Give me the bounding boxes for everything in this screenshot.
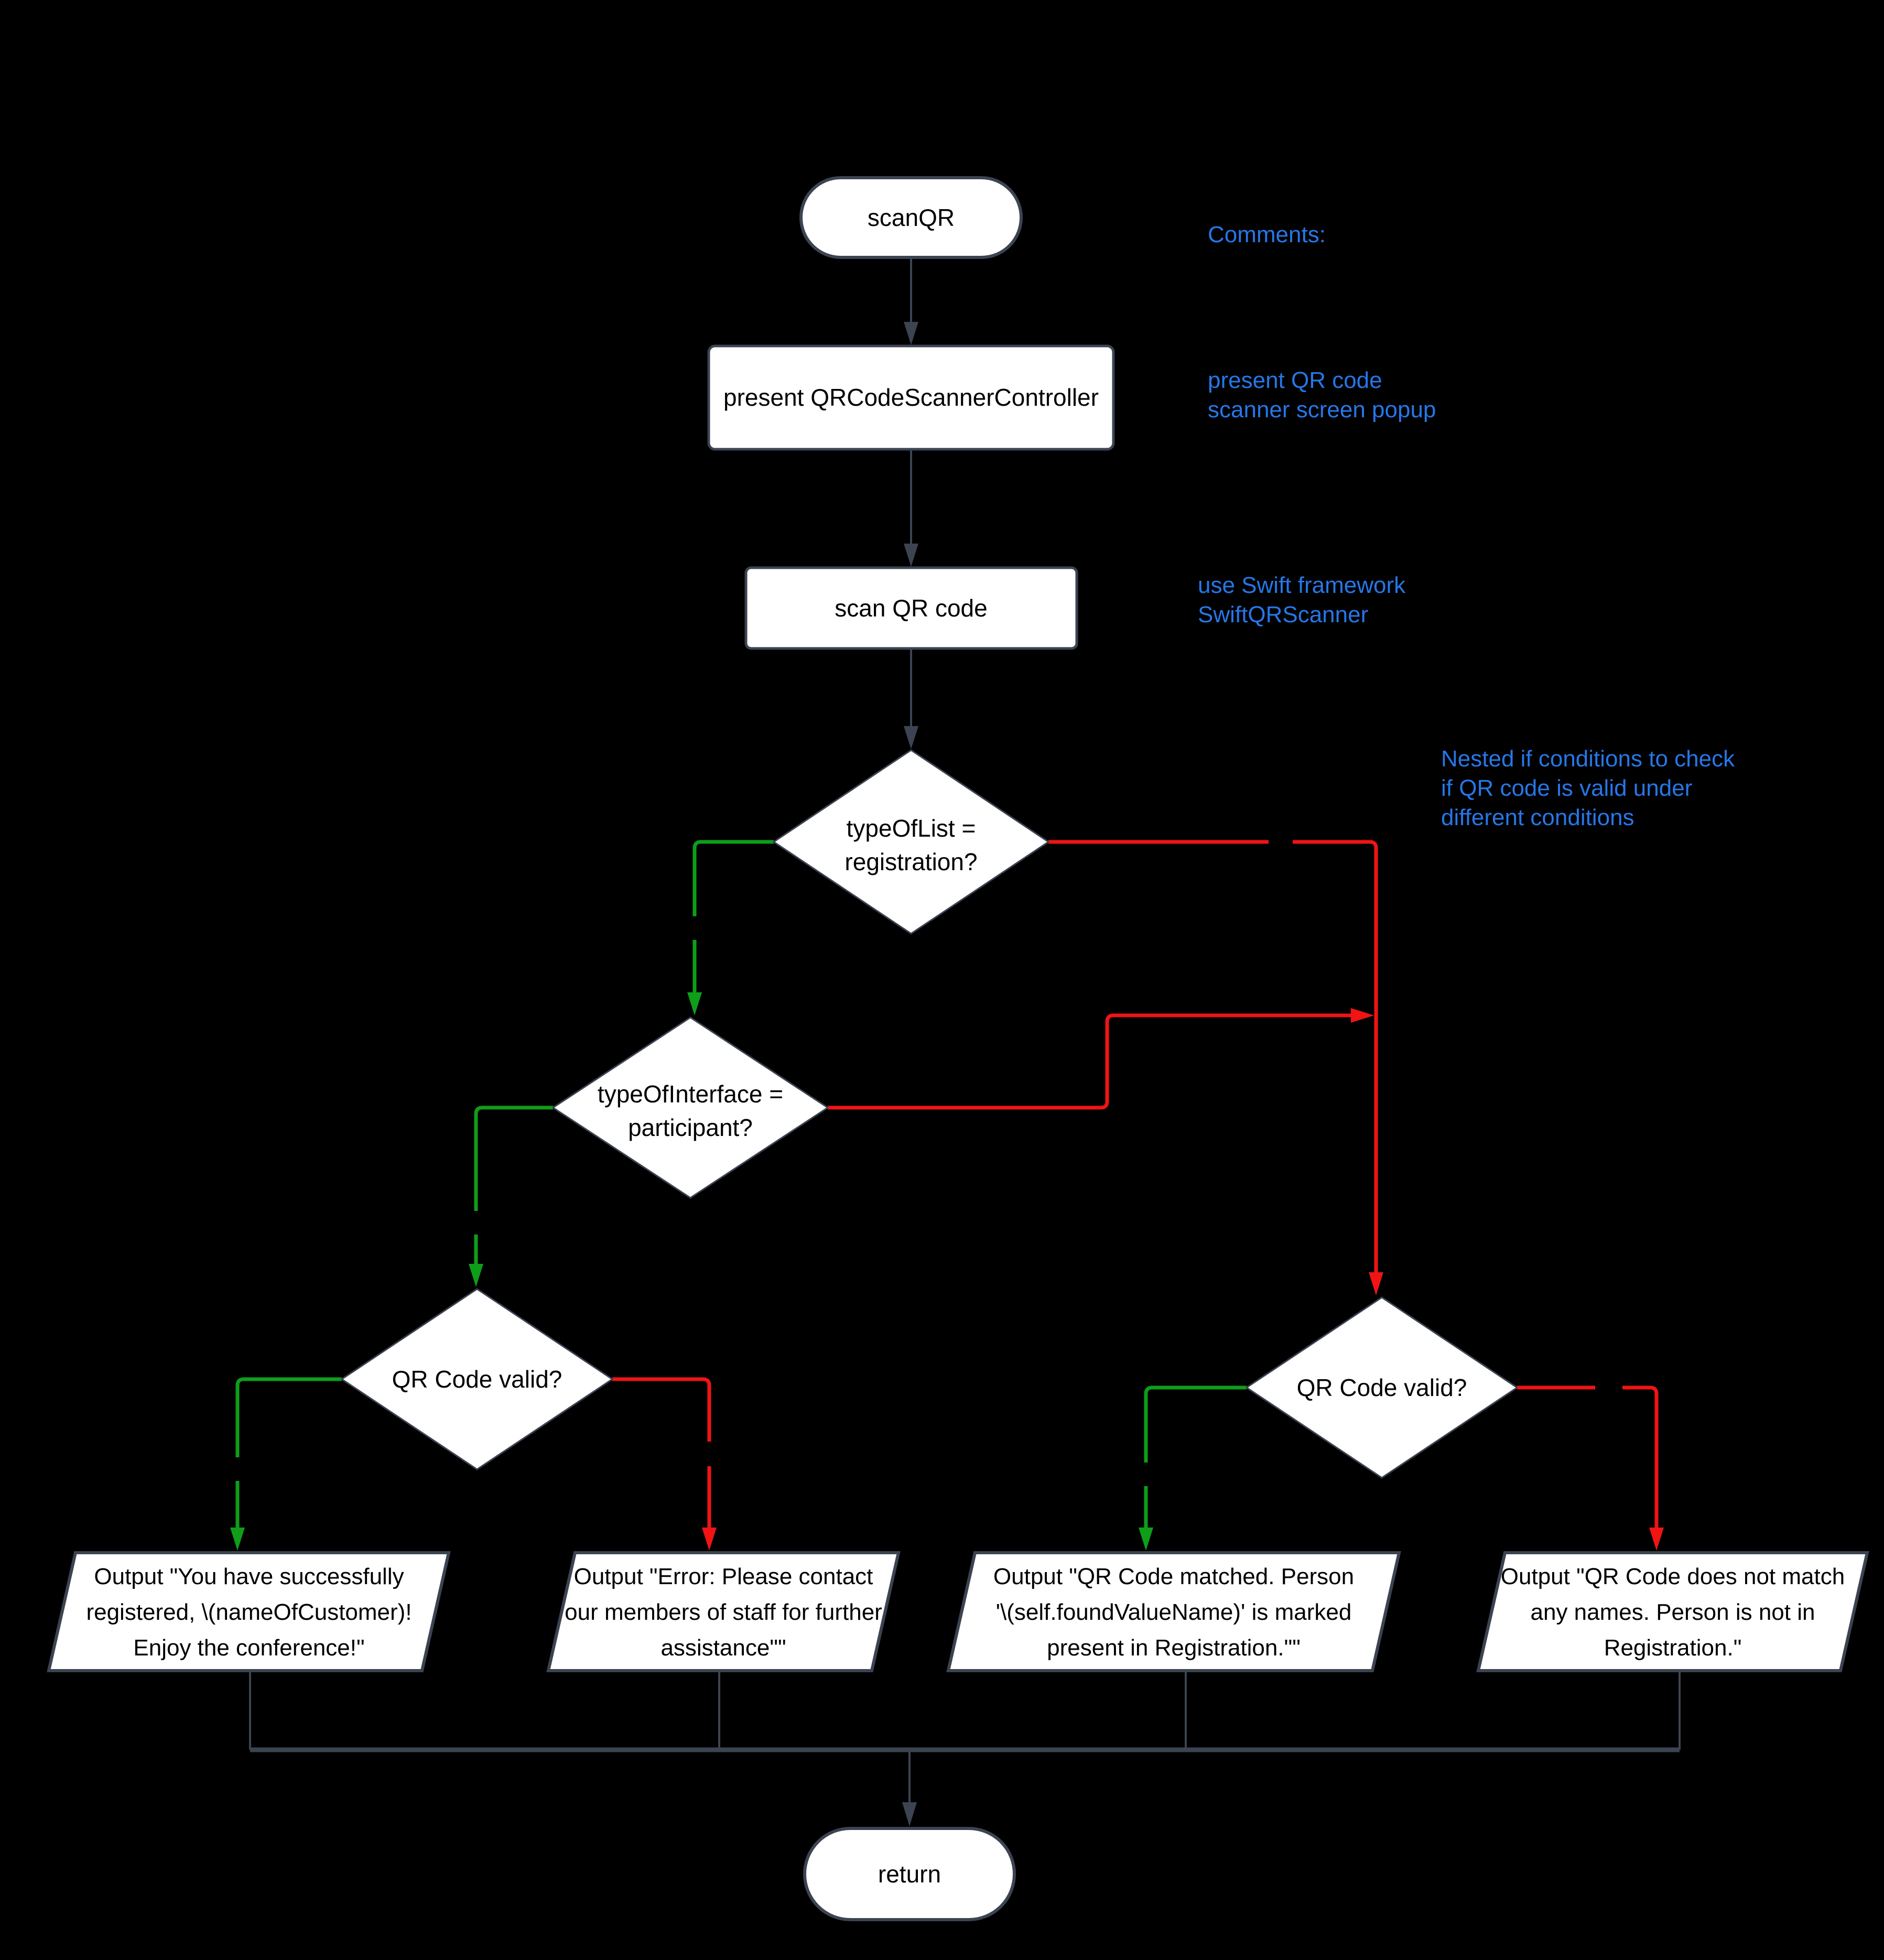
output-error-line3: assistance"" bbox=[661, 1635, 786, 1661]
present-controller-shape bbox=[707, 344, 1115, 451]
output-not-matched-line2: any names. Person is not in bbox=[1531, 1599, 1815, 1625]
edge-present-to-scan bbox=[904, 449, 918, 567]
scan-qr-label: scan QR code bbox=[835, 594, 987, 622]
scan-qr-shape bbox=[744, 566, 1078, 650]
arrow-down-icon bbox=[1139, 1528, 1153, 1551]
node-end: return bbox=[803, 1827, 1016, 1921]
qr-valid-left-diamond bbox=[340, 1288, 614, 1470]
edge-qrvalidright-yes-line bbox=[1144, 1385, 1247, 1528]
comment-nested-line2: if QR code is valid under bbox=[1441, 775, 1692, 801]
edge-typeofinterface-yes-line bbox=[474, 1106, 553, 1264]
edge-typeofinterface-no bbox=[828, 1008, 1374, 1110]
type-of-list-label-line1: typeOfList = bbox=[847, 815, 976, 842]
comment-swift-line2: SwiftQRScanner bbox=[1198, 602, 1368, 627]
node-output-matched: Output "QR Code matched. Person '\(self.… bbox=[946, 1551, 1401, 1672]
edge-qrvalidright-no bbox=[1517, 1385, 1664, 1551]
arrow-down-icon bbox=[1369, 1272, 1383, 1295]
output-not-matched-line3: Registration." bbox=[1604, 1635, 1742, 1661]
output-matched-line3: present in Registration."" bbox=[1047, 1635, 1301, 1661]
arrow-down-icon bbox=[687, 992, 702, 1015]
node-qr-valid-left: QR Code valid? bbox=[340, 1288, 614, 1470]
arrow-down-icon bbox=[904, 544, 918, 567]
output-success-line1: Output "You have successfully bbox=[94, 1564, 404, 1589]
node-qr-valid-right: QR Code valid? bbox=[1245, 1296, 1519, 1479]
arrow-down-icon bbox=[230, 1528, 245, 1551]
edge-typeoflist-yes-line bbox=[692, 840, 774, 992]
comment-present-line2: scanner screen popup bbox=[1208, 397, 1436, 423]
type-of-interface-label-line2: participant? bbox=[628, 1114, 753, 1141]
arrow-right-icon bbox=[1351, 1008, 1374, 1023]
edge-scan-to-typeoflist bbox=[904, 648, 918, 749]
output-matched-line1: Output "QR Code matched. Person bbox=[993, 1564, 1354, 1589]
edge-qrvalidleft-no-line bbox=[612, 1377, 711, 1528]
type-of-interface-label-line1: typeOfInterface = bbox=[598, 1080, 783, 1108]
output-success-parallelogram bbox=[47, 1551, 451, 1672]
output-error-line2: our members of staff for further bbox=[565, 1599, 882, 1625]
arrow-down-icon bbox=[902, 1802, 917, 1826]
edge-start-to-present bbox=[904, 257, 918, 345]
end-label: return bbox=[878, 1860, 941, 1888]
edge-qrvalidright-yes bbox=[1139, 1385, 1247, 1551]
comments-heading: Comments: bbox=[1208, 222, 1326, 247]
edge-typeofinterface-yes bbox=[469, 1106, 553, 1287]
edge-qrvalidright-no-line bbox=[1517, 1385, 1659, 1528]
edge-typeofinterface-no-line bbox=[828, 1013, 1351, 1110]
type-of-interface-diamond bbox=[551, 1016, 829, 1199]
output-success-line2: registered, \(nameOfCustomer)! bbox=[86, 1599, 412, 1625]
comment-nested-line3: different conditions bbox=[1441, 805, 1634, 830]
node-present-controller: present QRCodeScannerController bbox=[707, 344, 1115, 451]
node-output-error: Output "Error: Please contact our member… bbox=[546, 1551, 901, 1672]
start-label: scanQR bbox=[868, 204, 955, 231]
qr-valid-right-label: QR Code valid? bbox=[1297, 1374, 1467, 1401]
start-terminator-shape bbox=[799, 176, 1023, 259]
edge-qrvalidleft-no bbox=[612, 1377, 717, 1551]
output-not-matched-parallelogram bbox=[1476, 1551, 1869, 1672]
arrow-down-icon bbox=[702, 1528, 717, 1551]
edge-typeoflist-no-line bbox=[1048, 840, 1378, 1272]
arrow-down-icon bbox=[1649, 1528, 1664, 1551]
present-controller-label: present QRCodeScannerController bbox=[723, 384, 1099, 411]
arrow-down-icon bbox=[469, 1264, 483, 1287]
node-start: scanQR bbox=[799, 176, 1023, 259]
output-success-line3: Enjoy the conference!" bbox=[133, 1635, 364, 1661]
node-scan-qr: scan QR code bbox=[744, 566, 1078, 650]
comments-block: Comments: present QR code scanner screen… bbox=[1198, 222, 1735, 830]
edge-qrvalidleft-yes-line bbox=[235, 1377, 342, 1528]
qr-valid-right-diamond bbox=[1245, 1296, 1519, 1479]
output-error-parallelogram bbox=[546, 1551, 901, 1672]
comment-swift-line1: use Swift framework bbox=[1198, 572, 1406, 598]
node-output-not-matched: Output "QR Code does not match any names… bbox=[1476, 1551, 1869, 1672]
type-of-list-label-line2: registration? bbox=[844, 848, 977, 875]
node-type-of-interface: typeOfInterface = participant? bbox=[551, 1016, 829, 1199]
comment-present-line1: present QR code bbox=[1208, 367, 1382, 393]
output-matched-line2: '\(self.foundValueName)' is marked bbox=[996, 1599, 1352, 1625]
type-of-list-diamond bbox=[772, 749, 1050, 935]
end-terminator-shape bbox=[803, 1827, 1016, 1921]
node-output-success: Output "You have successfully registered… bbox=[47, 1551, 451, 1672]
edge-merge-to-return bbox=[902, 1750, 917, 1826]
edge-typeoflist-no bbox=[1048, 840, 1383, 1295]
output-not-matched-line1: Output "QR Code does not match bbox=[1501, 1564, 1845, 1589]
edge-qrvalidleft-yes bbox=[230, 1377, 342, 1551]
node-type-of-list: typeOfList = registration? bbox=[772, 749, 1050, 935]
qr-valid-left-label: QR Code valid? bbox=[392, 1366, 562, 1393]
arrow-down-icon bbox=[904, 726, 918, 749]
comment-nested-line1: Nested if conditions to check bbox=[1441, 746, 1735, 772]
output-error-line1: Output "Error: Please contact bbox=[574, 1564, 873, 1589]
arrow-down-icon bbox=[904, 322, 918, 345]
output-matched-parallelogram bbox=[946, 1551, 1401, 1672]
edge-typeoflist-yes bbox=[687, 840, 774, 1015]
